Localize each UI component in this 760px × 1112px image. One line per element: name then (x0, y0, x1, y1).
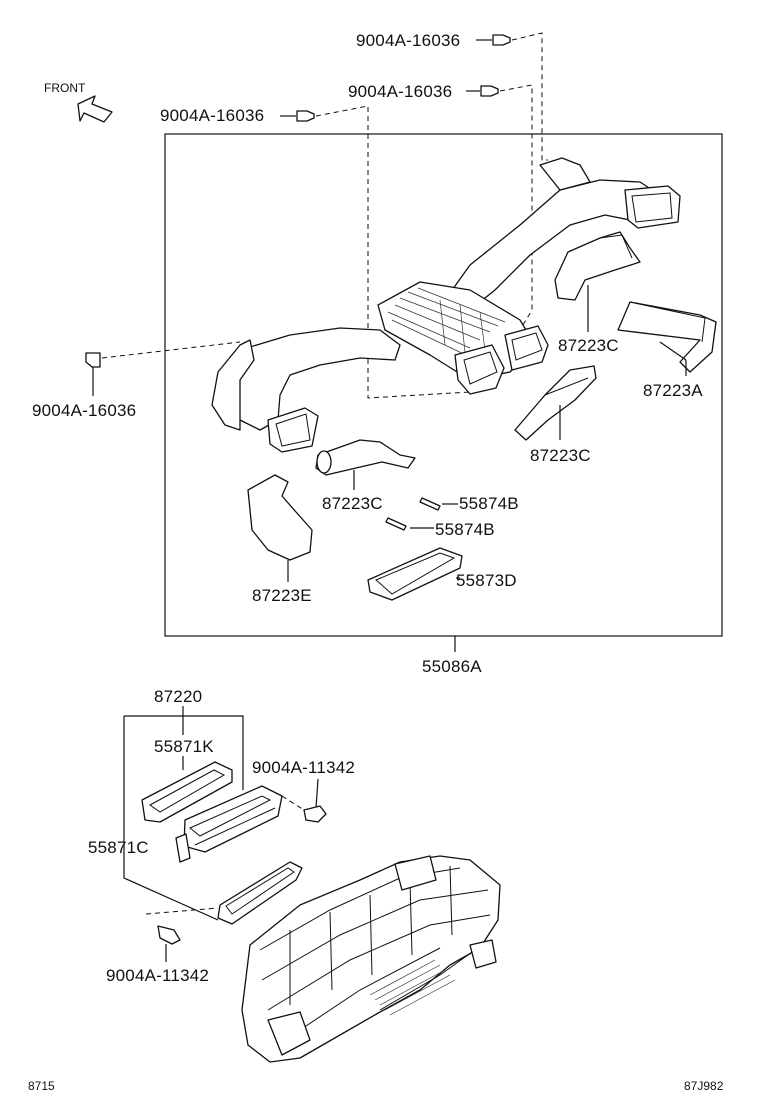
label-bolt-right: 9004A-11342 (252, 758, 355, 777)
filter-assembly-87220: 87220 55871K 55871C (88, 687, 303, 925)
screw-top-2: 9004A-16036 (348, 82, 533, 331)
bolt-right: 9004A-11342 (252, 758, 355, 823)
filter-seal-frame (141, 761, 233, 823)
screw-icon (492, 34, 511, 46)
center-vent-duct (211, 157, 681, 453)
assembly-group-box (164, 133, 723, 637)
hvac-side-fitting (469, 939, 497, 969)
hvac-unit (241, 855, 501, 1063)
duct-87223c-lower-right: 87223C (514, 365, 597, 465)
front-label: FRONT (44, 81, 86, 95)
label-duct-e: 87223E (252, 586, 312, 605)
gasket-55873d: 55873D (367, 547, 517, 601)
hvac-housing (241, 855, 501, 1063)
label-screw-top-1: 9004A-16036 (356, 31, 460, 50)
left-duct-arm (231, 327, 401, 431)
screw-left: 9004A-16036 (32, 341, 241, 420)
screw-top-1: 9004A-16036 (356, 31, 548, 161)
front-arrow-icon (77, 95, 113, 123)
duct-part (617, 301, 717, 373)
label-screw-top-2: 9004A-16036 (348, 82, 452, 101)
duct-part (247, 474, 313, 561)
bolt-left: 9004A-11342 (106, 907, 219, 985)
left-duct-bracket (211, 339, 255, 431)
gasket-frame (367, 547, 463, 601)
label-filter-c: 55871C (88, 838, 149, 857)
screw-icon (296, 110, 315, 122)
cabin-air-filter (217, 861, 303, 925)
label-screw-top-3: 9004A-16036 (160, 106, 264, 125)
label-duct-c-center: 87223C (322, 494, 383, 513)
duct-87223c-right: 87223C (554, 231, 641, 355)
label-bolt-left: 9004A-11342 (106, 966, 209, 985)
upper-right-outlet (624, 185, 681, 229)
footer-right-code: 87J982 (684, 1079, 724, 1093)
label-duct-c-lower-right: 87223C (530, 446, 591, 465)
hvac-lower-box (267, 1011, 311, 1056)
duct-87223c-center: 87223C (315, 439, 416, 513)
duct-87223e: 87223E (247, 474, 313, 605)
seal-strip (385, 517, 407, 531)
label-duct-a: 87223A (643, 381, 703, 400)
label-filter-k: 55871K (154, 737, 214, 756)
seal-55874b-1: 55874B (419, 494, 519, 513)
label-gasket-d: 55873D (456, 571, 517, 590)
screw-icon (480, 85, 499, 97)
duct-mount-bracket (539, 157, 591, 191)
duct-part (554, 231, 641, 301)
duct-opening (316, 450, 332, 474)
bolt-icon (157, 925, 181, 945)
label-duct-c-right: 87223C (558, 336, 619, 355)
duct-87223a: 87223A (617, 301, 717, 400)
label-seal-b-1: 55874B (459, 494, 519, 513)
label-screw-left: 9004A-16036 (32, 401, 136, 420)
seal-55874b-2: 55874B (385, 517, 495, 539)
bolt-icon (303, 805, 327, 823)
screw-icon (85, 352, 101, 368)
duct-part (514, 365, 597, 441)
label-seal-b-2: 55874B (435, 520, 495, 539)
filter-tab (175, 833, 191, 863)
label-assembly: 55086A (422, 657, 482, 676)
footer-left-code: 8715 (28, 1079, 55, 1093)
seal-strip (419, 497, 441, 511)
hvac-top-block (394, 855, 437, 891)
front-direction-arrow: FRONT (44, 81, 113, 123)
screw-top-3: 9004A-16036 (160, 105, 471, 399)
label-filter-assy: 87220 (154, 687, 202, 706)
